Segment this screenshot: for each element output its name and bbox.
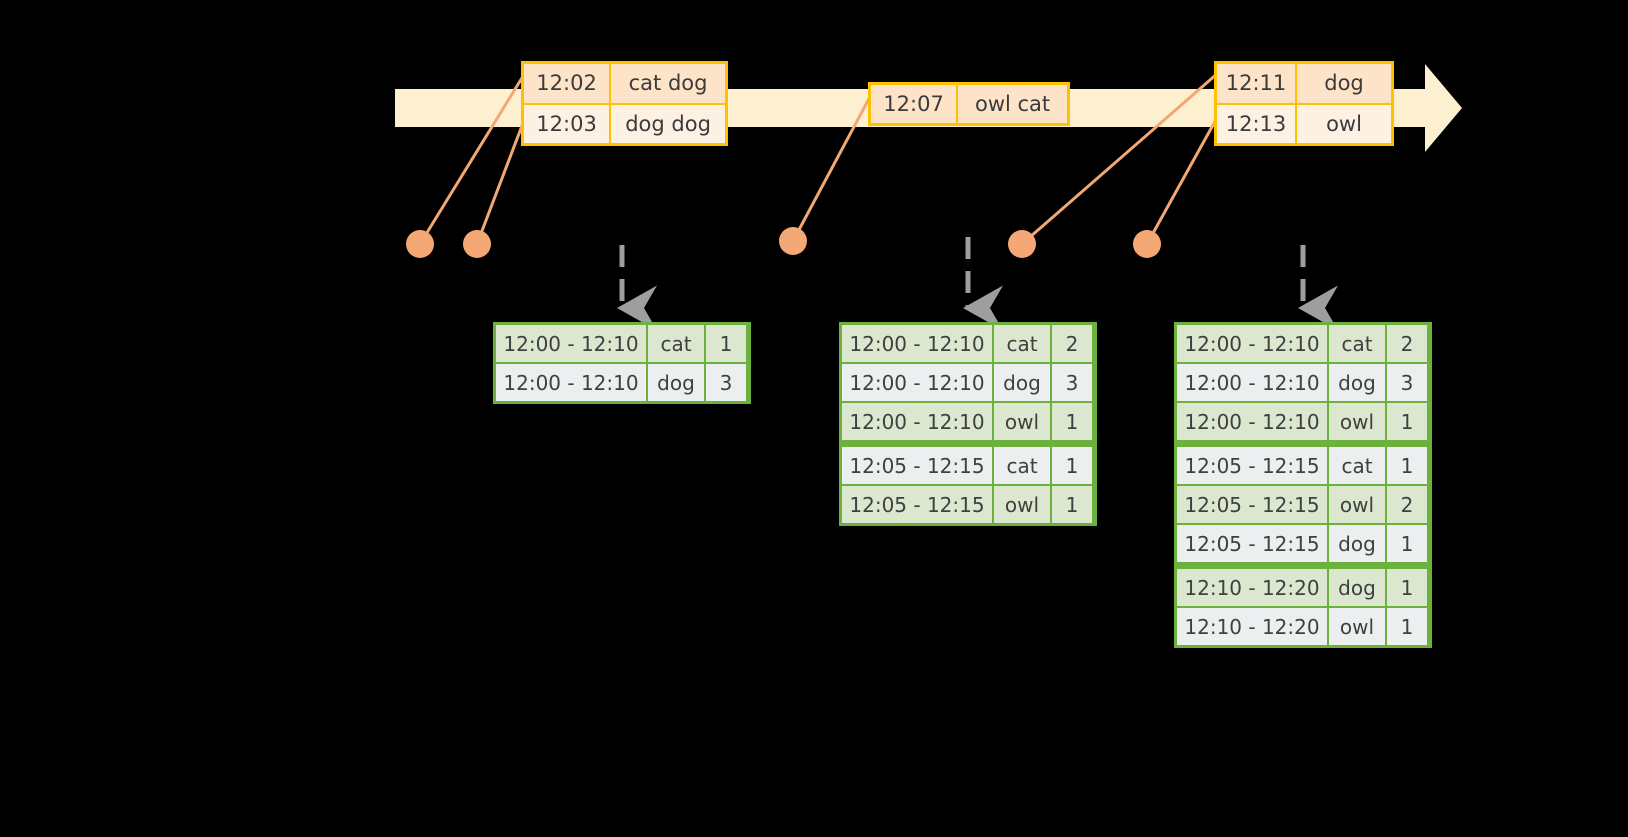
event-words: owl	[1297, 104, 1391, 143]
table-row: 12:05 - 12:15 owl 1	[842, 486, 1094, 523]
event-dot-1	[406, 230, 434, 258]
table-row: 12:05 - 12:15 dog 1	[1177, 525, 1429, 562]
event-row: 12:13 owl	[1217, 102, 1391, 143]
table-row: 12:00 - 12:10 owl 1	[842, 403, 1094, 440]
table-row: 12:00 - 12:10 cat 2	[842, 325, 1094, 362]
event-dot-3	[779, 227, 807, 255]
count-cell: 1	[1052, 403, 1092, 440]
table-row: 12:10 - 12:20 owl 1	[1177, 608, 1429, 645]
event-time: 12:13	[1217, 104, 1297, 143]
result-table-3[interactable]: 12:00 - 12:10 cat 2 12:00 - 12:10 dog 3 …	[1174, 322, 1432, 648]
event-words: dog	[1297, 64, 1391, 103]
count-cell: 1	[1387, 403, 1427, 440]
count-cell: 1	[1052, 447, 1092, 484]
word-cell: cat	[648, 325, 704, 362]
event-words: cat dog	[611, 64, 725, 103]
group-separator	[1177, 564, 1429, 567]
word-cell: cat	[994, 447, 1050, 484]
connector-line-2	[475, 109, 530, 245]
connector-line-5	[1145, 115, 1220, 245]
window-cell: 12:00 - 12:10	[842, 325, 992, 362]
window-cell: 12:00 - 12:10	[1177, 325, 1327, 362]
table-row: 12:00 - 12:10 dog 3	[842, 364, 1094, 401]
count-cell: 2	[1052, 325, 1092, 362]
word-cell: dog	[994, 364, 1050, 401]
count-cell: 1	[1052, 486, 1092, 523]
count-cell: 3	[1387, 364, 1427, 401]
word-cell: dog	[1329, 569, 1385, 606]
window-cell: 12:00 - 12:10	[496, 364, 646, 401]
window-cell: 12:05 - 12:15	[842, 486, 992, 523]
count-cell: 3	[1052, 364, 1092, 401]
word-cell: cat	[994, 325, 1050, 362]
table-row: 12:00 - 12:10 owl 1	[1177, 403, 1429, 440]
window-cell: 12:05 - 12:15	[1177, 447, 1327, 484]
count-cell: 1	[706, 325, 746, 362]
event-row: 12:11 dog	[1217, 64, 1391, 103]
window-cell: 12:00 - 12:10	[1177, 403, 1327, 440]
timeline-graphic	[395, 64, 1462, 258]
window-cell: 12:10 - 12:20	[1177, 569, 1327, 606]
window-cell: 12:00 - 12:10	[842, 364, 992, 401]
window-cell: 12:00 - 12:10	[496, 325, 646, 362]
event-time: 12:07	[871, 85, 959, 123]
window-cell: 12:05 - 12:15	[1177, 486, 1327, 523]
window-cell: 12:00 - 12:10	[1177, 364, 1327, 401]
count-cell: 2	[1387, 325, 1427, 362]
result-table-1[interactable]: 12:00 - 12:10 cat 1 12:00 - 12:10 dog 3	[493, 322, 751, 404]
connector-line-1	[418, 72, 527, 245]
word-cell: dog	[1329, 364, 1385, 401]
table-row: 12:00 - 12:10 dog 3	[1177, 364, 1429, 401]
event-time: 12:02	[524, 64, 612, 103]
word-cell: owl	[1329, 403, 1385, 440]
event-row: 12:02 cat dog	[524, 64, 725, 103]
window-cell: 12:10 - 12:20	[1177, 608, 1327, 645]
connector-lines	[418, 71, 1220, 246]
connector-line-3	[791, 92, 874, 242]
window-cell: 12:05 - 12:15	[1177, 525, 1327, 562]
count-cell: 3	[706, 364, 746, 401]
table-row: 12:00 - 12:10 dog 3	[496, 364, 748, 401]
word-cell: owl	[994, 403, 1050, 440]
word-cell: owl	[1329, 486, 1385, 523]
count-cell: 1	[1387, 447, 1427, 484]
event-group-3[interactable]: 12:11 dog 12:13 owl	[1214, 61, 1394, 146]
word-cell: cat	[1329, 325, 1385, 362]
connector-dots	[406, 227, 1161, 258]
event-words: dog dog	[611, 104, 725, 143]
word-cell: owl	[994, 486, 1050, 523]
word-cell: dog	[1329, 525, 1385, 562]
table-row: 12:05 - 12:15 owl 2	[1177, 486, 1429, 523]
word-cell: owl	[1329, 608, 1385, 645]
group-separator	[1177, 442, 1429, 445]
event-row: 12:03 dog dog	[524, 102, 725, 143]
table-row: 12:05 - 12:15 cat 1	[1177, 447, 1429, 484]
result-table-2[interactable]: 12:00 - 12:10 cat 2 12:00 - 12:10 dog 3 …	[839, 322, 1097, 526]
connector-line-4	[1021, 71, 1219, 246]
event-words: owl cat	[958, 85, 1067, 123]
event-row: 12:07 owl cat	[871, 85, 1067, 123]
count-cell: 1	[1387, 608, 1427, 645]
event-time: 12:11	[1217, 64, 1297, 103]
event-dot-4	[1008, 230, 1036, 258]
count-cell: 1	[1387, 525, 1427, 562]
table-row: 12:00 - 12:10 cat 2	[1177, 325, 1429, 362]
count-cell: 1	[1387, 569, 1427, 606]
event-dot-2	[463, 230, 491, 258]
event-group-2[interactable]: 12:07 owl cat	[868, 82, 1070, 126]
count-cell: 2	[1387, 486, 1427, 523]
word-cell: dog	[648, 364, 704, 401]
table-row: 12:00 - 12:10 cat 1	[496, 325, 748, 362]
event-dot-5	[1133, 230, 1161, 258]
window-cell: 12:05 - 12:15	[842, 447, 992, 484]
group-separator	[842, 442, 1094, 445]
table-row: 12:05 - 12:15 cat 1	[842, 447, 1094, 484]
event-time: 12:03	[524, 104, 612, 143]
table-row: 12:10 - 12:20 dog 1	[1177, 569, 1429, 606]
window-cell: 12:00 - 12:10	[842, 403, 992, 440]
event-group-1[interactable]: 12:02 cat dog 12:03 dog dog	[521, 61, 728, 146]
word-cell: cat	[1329, 447, 1385, 484]
